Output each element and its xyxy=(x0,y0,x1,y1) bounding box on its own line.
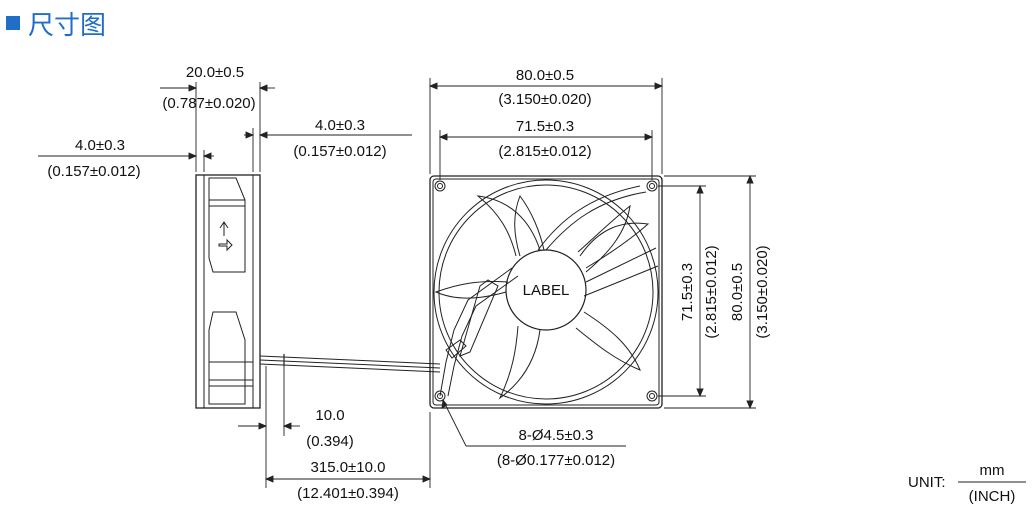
front-width-mm: 80.0±0.5 xyxy=(516,67,574,84)
holes-mm: 8-Ø4.5±0.3 xyxy=(519,427,594,444)
height-in: (3.150±0.020) xyxy=(754,245,771,338)
side-view-body xyxy=(195,174,261,409)
flange-left-mm: 4.0±0.3 xyxy=(75,137,125,154)
unit-inch: (INCH) xyxy=(969,488,1016,505)
hole-pitch-mm: 71.5±0.3 xyxy=(516,118,574,135)
wire-leads xyxy=(259,354,441,373)
support-struts xyxy=(439,185,659,397)
wire-strip-mm: 10.0 xyxy=(315,407,344,424)
title-square-icon xyxy=(6,16,20,30)
section-title: 尺寸图 xyxy=(6,8,106,41)
holes-in: (8-Ø0.177±0.012) xyxy=(497,452,615,469)
wire-length-in: (12.401±0.394) xyxy=(297,485,399,502)
height-pitch-mm: 71.5±0.3 xyxy=(679,263,696,321)
fan-label: LABEL xyxy=(523,282,570,299)
flange-right-mm: 4.0±0.3 xyxy=(315,117,365,134)
side-thickness-in: (0.787±0.020) xyxy=(162,95,255,112)
front-width-in: (3.150±0.020) xyxy=(498,91,591,108)
wire-length-mm: 315.0±10.0 xyxy=(311,459,386,476)
title-text: 尺寸图 xyxy=(28,10,107,41)
front-dim-lines xyxy=(428,78,756,447)
flange-left-in: (0.157±0.012) xyxy=(47,163,140,180)
side-dim-lines xyxy=(38,82,432,488)
unit-label: UNIT: xyxy=(908,474,946,491)
hole-pitch-in: (2.815±0.012) xyxy=(498,143,591,160)
airflow-arrow-icon xyxy=(219,221,229,236)
unit-mm: mm xyxy=(980,462,1005,479)
mounting-holes xyxy=(434,180,658,402)
side-thickness-mm: 20.0±0.5 xyxy=(186,64,244,81)
fan-blades xyxy=(434,194,650,400)
front-view-frame xyxy=(429,175,663,409)
flange-right-in: (0.157±0.012) xyxy=(293,143,386,160)
wire-strip-in: (0.394) xyxy=(306,433,354,450)
height-pitch-in: (2.815±0.012) xyxy=(703,245,720,338)
height-mm: 80.0±0.5 xyxy=(729,263,746,321)
